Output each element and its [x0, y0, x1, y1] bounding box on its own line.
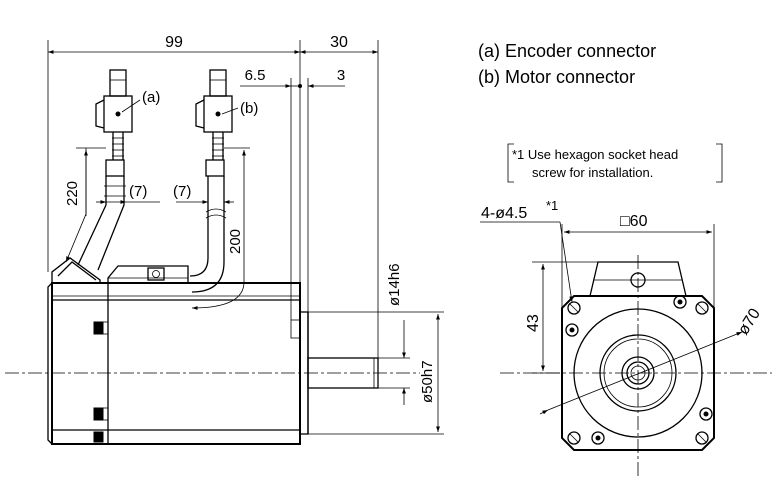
square-label: □60	[620, 213, 648, 230]
dim-cable-motor-label: 200	[227, 229, 244, 254]
spigot-diameter-dimension	[308, 311, 444, 435]
connector-b-label: (b)	[240, 100, 258, 117]
shaft-bore	[621, 356, 655, 390]
legend-motor: (b) Motor connector	[478, 67, 635, 87]
mounting-holes	[567, 301, 709, 445]
holes-footnote: *1	[546, 198, 558, 213]
screws	[565, 295, 713, 445]
height-label: 43	[525, 314, 542, 332]
top-dimensions	[47, 40, 379, 358]
legend-encoder: (a) Encoder connector	[478, 41, 656, 61]
shaft	[307, 357, 379, 389]
dim-flange-label: 6.5	[245, 67, 266, 84]
flange-circle	[573, 308, 703, 438]
front-view	[480, 221, 772, 478]
holes-label: 4-ø4.5	[481, 205, 527, 222]
note-line1: *1 Use hexagon socket head	[512, 147, 678, 162]
motor-body	[47, 282, 301, 445]
spigot-circle	[599, 334, 677, 412]
dim-bend-motor-label: (7)	[173, 183, 191, 200]
dim-cable-encoder-label: 220	[64, 181, 81, 206]
connector-a-label: (a)	[142, 89, 160, 106]
shaft-diameter-dimension	[378, 320, 410, 405]
square-flange	[561, 295, 715, 451]
front-connector	[589, 261, 687, 297]
connector-housing	[51, 257, 189, 283]
dim-bend-encoder-label: (7)	[129, 183, 147, 200]
dim-shaft-label: 30	[330, 34, 348, 51]
note-box	[507, 143, 723, 183]
cable-200-dimension	[191, 147, 250, 310]
dia-shaft-label: ø14h6	[386, 263, 403, 306]
cable-220-dimension	[65, 147, 106, 263]
dim-spigot-label: 3	[337, 67, 345, 84]
side-view: 99 30 6.5 3 (a) (b) 220 (7) (7) 200	[5, 34, 444, 445]
note-line2: screw for installation.	[532, 165, 653, 180]
dim-length-label: 99	[165, 34, 183, 51]
motor-cable	[189, 69, 233, 293]
dia-spigot-label: ø50h7	[419, 360, 436, 403]
encoder-cable	[77, 69, 133, 271]
